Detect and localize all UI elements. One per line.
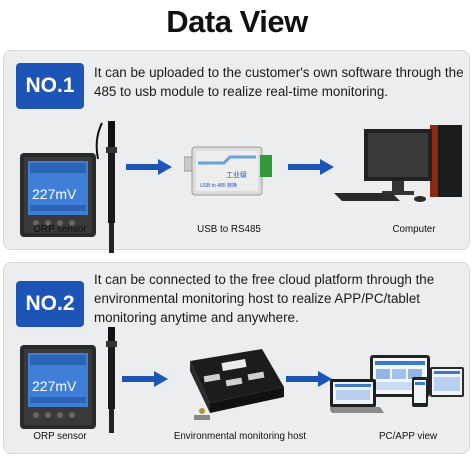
- panel-no2: NO.2 It can be connected to the free clo…: [3, 262, 470, 454]
- arrow-right-icon: [122, 371, 168, 392]
- usb-rs485-module-icon: 工业级 USB to 485 转换: [183, 143, 274, 199]
- device-caption: ORP sensor: [33, 224, 87, 235]
- panel-no1: NO.1 It can be uploaded to the customer'…: [3, 50, 470, 253]
- badge-no2: NO.2: [16, 281, 84, 327]
- desktop-computer-icon: [334, 123, 464, 223]
- module-label: 工业级: [226, 170, 247, 179]
- device-caption: ORP sensor: [33, 431, 87, 442]
- orp-meter-icon: 227mV: [18, 327, 130, 437]
- device-caption: PC/APP view: [378, 431, 438, 442]
- panel2-description: It can be connected to the free cloud pl…: [94, 272, 435, 325]
- arrow-right-icon: [286, 371, 332, 392]
- device-caption: Computer: [392, 224, 436, 235]
- panel1-description: It can be uploaded to the customer's own…: [94, 65, 464, 99]
- meter-reading: 227mV: [32, 186, 77, 202]
- orp-meter-icon: 227mV: [18, 119, 130, 259]
- arrow-right-icon: [288, 159, 334, 180]
- badge-no1: NO.1: [16, 63, 84, 109]
- module-sublabel: USB to 485 转换: [200, 182, 237, 189]
- laptop-tablet-phone-icon: [328, 355, 466, 427]
- meter-reading: 227mV: [32, 378, 77, 394]
- device-caption: USB to RS485: [197, 224, 261, 235]
- page-title: Data View: [166, 4, 308, 39]
- monitoring-host-icon: [180, 347, 290, 427]
- arrow-right-icon: [126, 159, 172, 180]
- device-caption: Environmental monitoring host: [173, 431, 307, 442]
